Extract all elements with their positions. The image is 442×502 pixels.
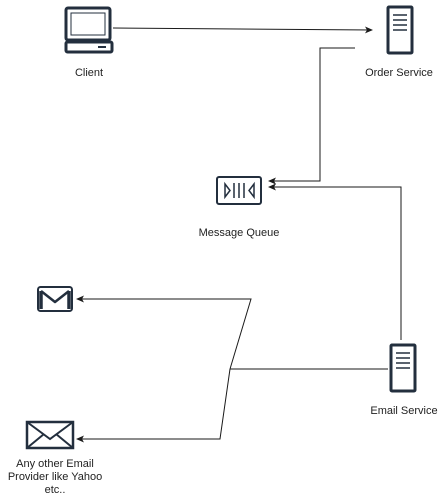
email-service-label: Email Service: [370, 405, 438, 417]
mail-envelope-icon: [25, 420, 75, 450]
message-queue-label: Message Queue: [198, 227, 280, 239]
edge-order-service-to-message-queue: [268, 47, 355, 185]
edge-email-service-to-message-queue: [268, 183, 402, 340]
edge-email-service-to-other-email: [76, 368, 231, 443]
other-email-provider-label: Any other Email Provider like Yahoo etc.…: [7, 458, 103, 496]
email-service-server-icon: [389, 343, 417, 393]
queue-icon: [216, 176, 262, 205]
order-service-server-icon: [386, 5, 414, 55]
edge-email-service-to-gmail-arrow: [76, 295, 252, 370]
order-service-label: Order Service: [365, 67, 433, 79]
client-label: Client: [74, 67, 104, 79]
edge-client-to-order-service: [112, 26, 373, 34]
computer-icon: [64, 6, 114, 54]
gmail-icon: [37, 286, 73, 312]
